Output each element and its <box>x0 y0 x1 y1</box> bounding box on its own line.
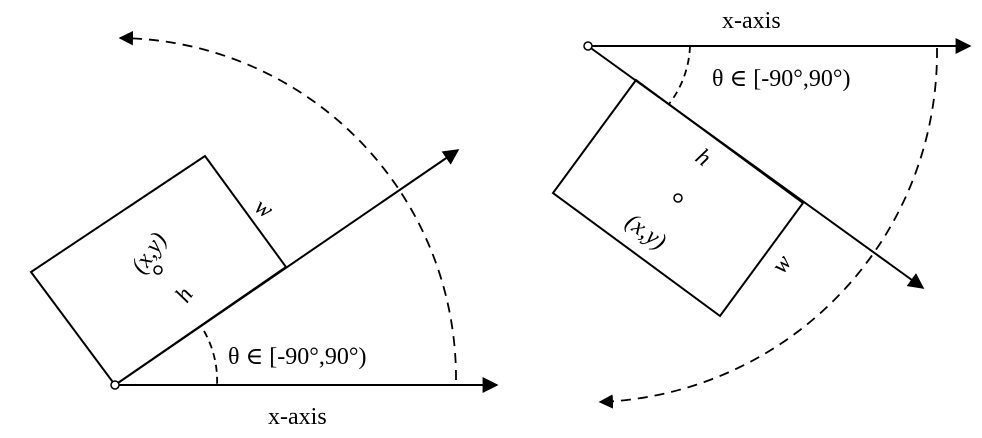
right-bounding-box <box>551 78 805 318</box>
left-center-point <box>153 265 163 275</box>
left-width-label: w <box>250 193 278 224</box>
right-x-axis-label: x-axis <box>722 8 781 34</box>
left-center-label: (x,y) <box>126 228 172 278</box>
right-width-label: w <box>767 250 797 278</box>
right-angle-label: θ ∈ [-90°,90°) <box>712 66 850 92</box>
right-center-point <box>673 193 683 203</box>
left-origin-point <box>110 380 120 390</box>
left-panel: x-axis θ ∈ [-90°,90°) (x,y) h w <box>29 30 499 430</box>
right-angle-arc <box>668 45 691 105</box>
right-height-label: h <box>690 144 715 172</box>
right-origin-point <box>583 41 593 51</box>
left-angle-label: θ ∈ [-90°,90°) <box>228 344 366 370</box>
left-bounding-box <box>29 154 288 387</box>
right-panel: x-axis θ ∈ [-90°,90°) (x,y) h w <box>551 8 972 409</box>
left-angle-arc <box>203 330 218 386</box>
left-x-axis-label: x-axis <box>268 404 327 430</box>
left-rotation-range-arc <box>118 30 457 381</box>
right-rotation-range-arc <box>598 47 938 409</box>
left-height-label: h <box>170 283 198 307</box>
